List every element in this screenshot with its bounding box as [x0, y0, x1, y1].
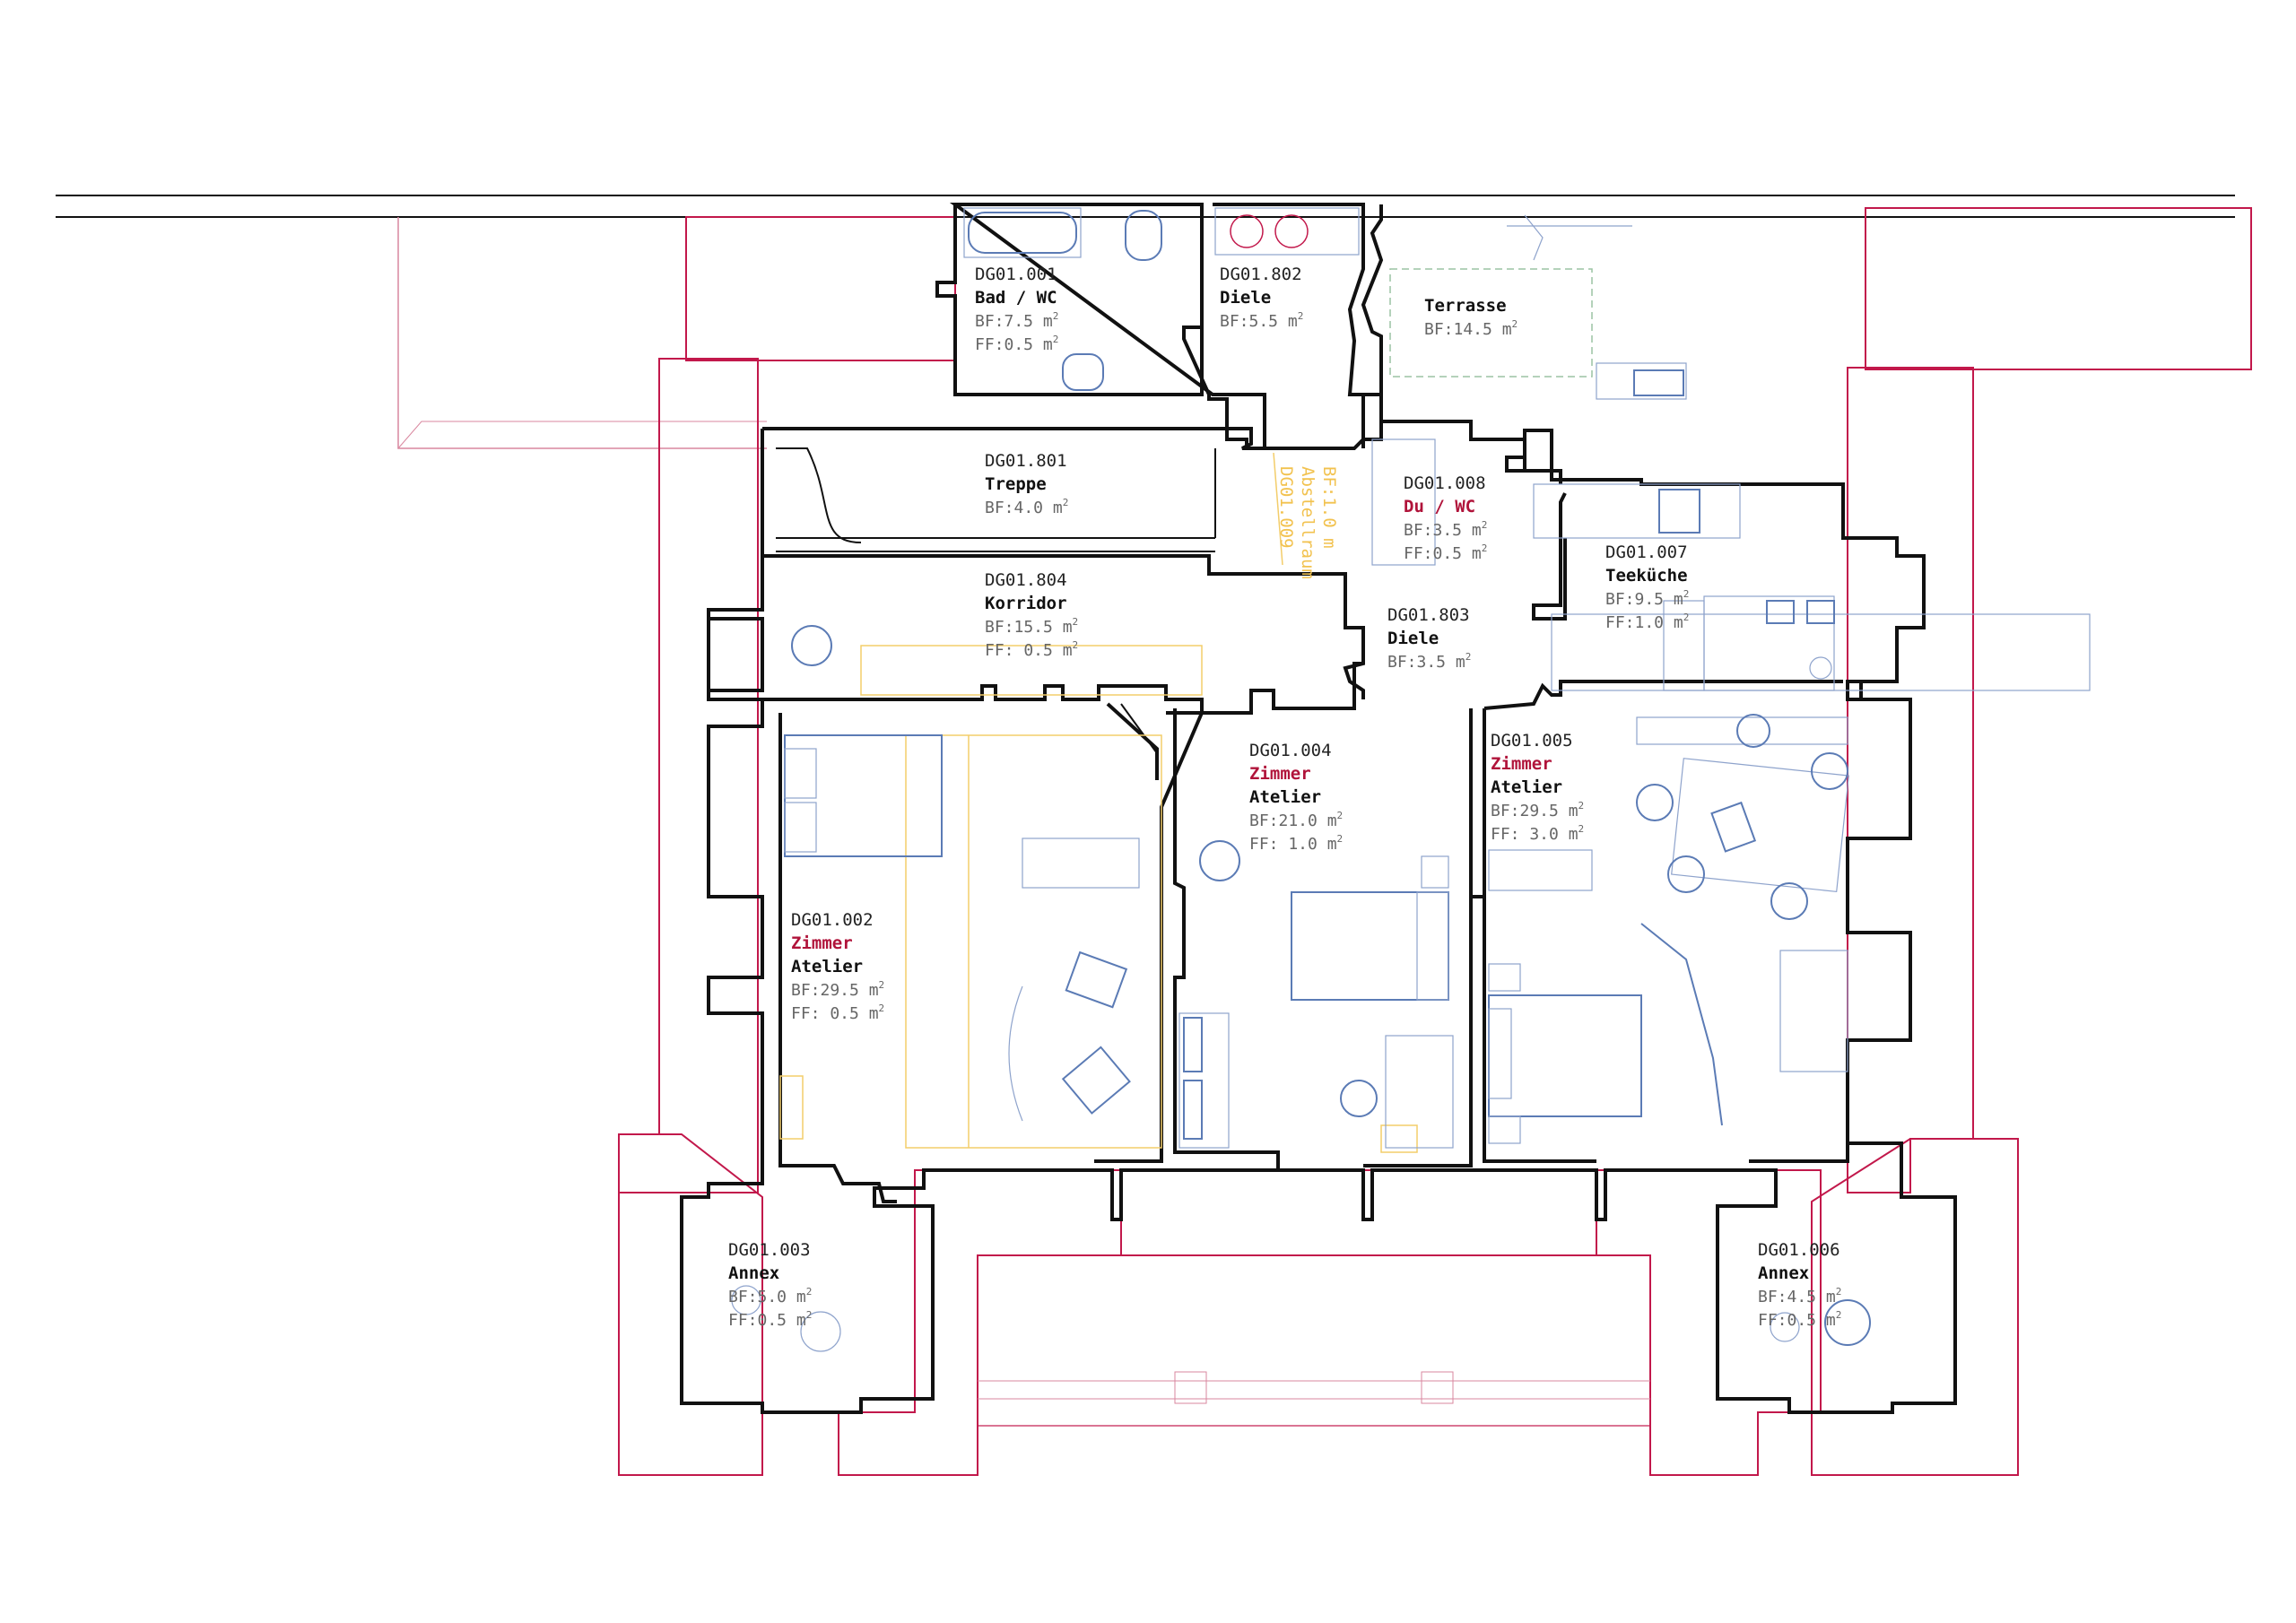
room-ff: FF: 0.5 m2	[985, 639, 1078, 660]
area-superscript: 2	[1063, 497, 1069, 508]
area-superscript: 2	[1683, 588, 1690, 600]
area-superscript: 2	[1482, 542, 1488, 554]
area-superscript: 2	[1298, 310, 1304, 322]
room-bf: BF:5.5 m2	[1220, 310, 1303, 331]
room-ff: FF:0.5 m2	[975, 334, 1058, 354]
walls	[680, 203, 1957, 1414]
room-usage: Zimmer	[1491, 754, 1552, 774]
room-bf: BF:29.5 m2	[791, 979, 884, 1000]
room-code: DG01.803	[1387, 605, 1470, 625]
room-bf: BF:3.5 m2	[1387, 651, 1471, 672]
room-name: Diele	[1220, 288, 1271, 308]
room-name: Atelier	[791, 957, 863, 976]
fitout-lines	[779, 452, 1418, 1153]
roof-areas	[618, 207, 2252, 1476]
room-code: DG01.003	[728, 1240, 811, 1260]
room-name: Treppe	[985, 474, 1047, 494]
area-superscript: 2	[1053, 334, 1059, 345]
room-bf: BF:14.5 m2	[1424, 318, 1518, 339]
area-superscript: 2	[1683, 612, 1690, 623]
site-lines	[56, 195, 2235, 449]
room-bf: BF:9.5 m2	[1605, 588, 1689, 609]
room-usage: Du / WC	[1404, 497, 1475, 516]
room-ff: FF:0.5 m2	[1758, 1309, 1841, 1330]
storage-name: Abstellraum	[1298, 466, 1318, 579]
room-code: DG01.801	[985, 451, 1067, 471]
room-code: DG01.802	[1220, 265, 1302, 284]
room-ff: FF: 0.5 m2	[791, 1002, 884, 1023]
room-name: Atelier	[1249, 787, 1321, 807]
area-superscript: 2	[1337, 833, 1344, 845]
area-superscript: 2	[1578, 823, 1585, 835]
room-code: DG01.004	[1249, 741, 1332, 760]
area-superscript: 2	[1836, 1286, 1842, 1298]
room-ff: FF:1.0 m2	[1605, 612, 1689, 632]
room-code: DG01.001	[975, 265, 1057, 284]
room-ff: FF: 1.0 m2	[1249, 833, 1343, 854]
room-name: Annex	[728, 1263, 779, 1283]
area-superscript: 2	[1578, 800, 1585, 812]
room-code: DG01.002	[791, 910, 874, 930]
room-name: Korridor	[985, 594, 1067, 613]
room-code: DG01.007	[1605, 542, 1688, 562]
room-bf: BF:5.0 m2	[728, 1286, 812, 1306]
room-ff: FF:0.5 m2	[728, 1309, 812, 1330]
area-superscript: 2	[879, 979, 885, 991]
area-superscript: 2	[1465, 651, 1472, 663]
room-code: DG01.804	[985, 570, 1067, 590]
storage-label: DG01.009	[1276, 466, 1296, 549]
area-superscript: 2	[879, 1002, 885, 1014]
storage-area: BF:1.0 m	[1319, 466, 1339, 549]
area-superscript: 2	[806, 1309, 813, 1321]
room-bf: BF:15.5 m2	[985, 616, 1078, 637]
room-bf: BF:3.5 m2	[1404, 519, 1487, 540]
room-code: DG01.006	[1758, 1240, 1840, 1260]
area-superscript: 2	[806, 1286, 813, 1298]
room-code: DG01.005	[1491, 731, 1573, 751]
room-code: DG01.008	[1404, 473, 1486, 493]
room-bf: BF:7.5 m2	[975, 310, 1058, 331]
room-name: Terrasse	[1424, 296, 1507, 316]
area-superscript: 2	[1073, 616, 1079, 628]
room-usage: Zimmer	[791, 933, 853, 953]
area-superscript: 2	[1053, 310, 1059, 322]
room-ff: FF: 3.0 m2	[1491, 823, 1584, 844]
room-ff: FF:0.5 m2	[1404, 542, 1487, 563]
furniture	[731, 207, 2091, 1352]
room-name: Annex	[1758, 1263, 1809, 1283]
room-bf: BF:4.5 m2	[1758, 1286, 1841, 1306]
area-superscript: 2	[1337, 810, 1344, 821]
room-bf: BF:29.5 m2	[1491, 800, 1584, 820]
room-name: Diele	[1387, 629, 1439, 648]
room-bf: BF:21.0 m2	[1249, 810, 1343, 830]
room-name: Teeküche	[1605, 566, 1688, 586]
staircase	[776, 447, 1216, 552]
room-bf: BF:4.0 m2	[985, 497, 1068, 517]
area-superscript: 2	[1482, 519, 1488, 531]
room-usage: Zimmer	[1249, 764, 1311, 784]
room-name: Atelier	[1491, 777, 1562, 797]
area-superscript: 2	[1073, 639, 1079, 651]
room-name: Bad / WC	[975, 288, 1057, 308]
area-superscript: 2	[1512, 318, 1518, 330]
area-superscript: 2	[1836, 1309, 1842, 1321]
